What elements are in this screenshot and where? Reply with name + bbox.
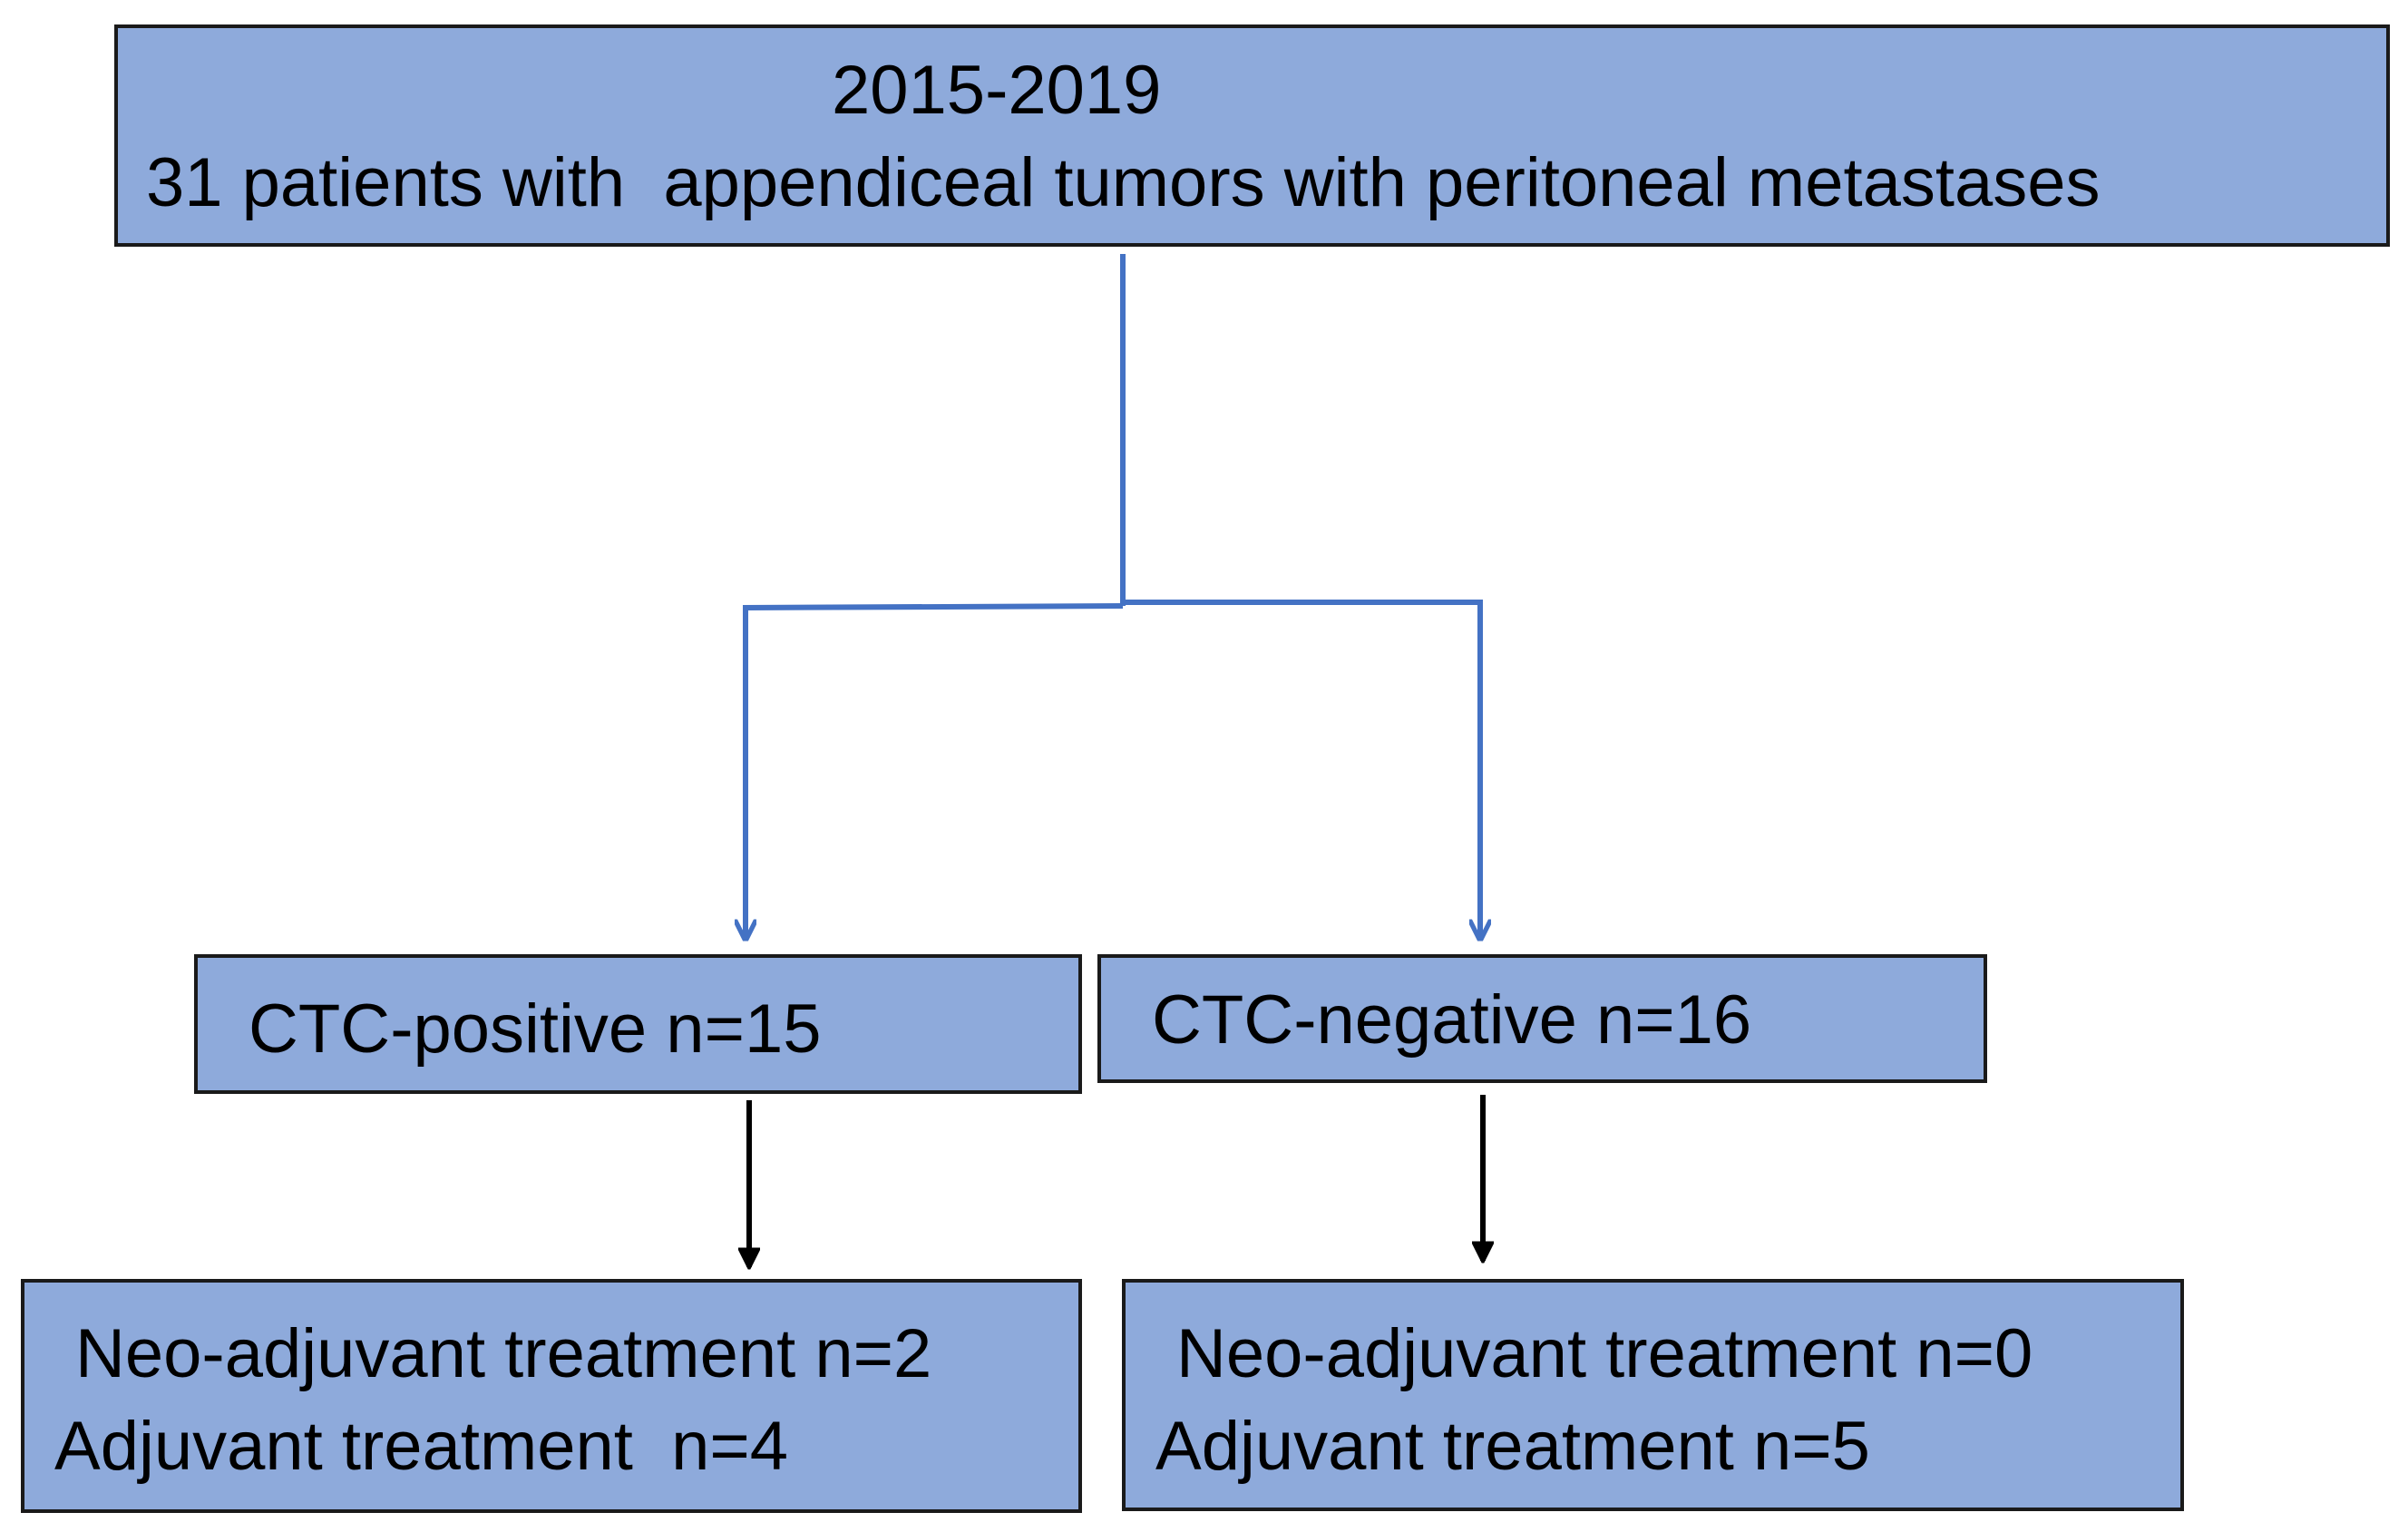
ctc-positive-neoadjuvant-label: Neo-adjuvant treatment n=2 xyxy=(75,1315,932,1392)
ctc-positive-treatment-box xyxy=(21,1279,1082,1513)
split-connector-right xyxy=(1123,600,1480,939)
ctc-negative-adjuvant-label: Adjuvant treatment n=5 xyxy=(1155,1408,1870,1485)
top-box-population: 31 patients with appendiceal tumors with… xyxy=(146,144,2101,221)
ctc-positive-box xyxy=(194,954,1082,1094)
ctc-negative-neoadjuvant-label: Neo-adjuvant treatment n=0 xyxy=(1176,1315,2033,1392)
ctc-negative-box xyxy=(1097,954,1987,1083)
top-box-years: 2015-2019 xyxy=(832,52,1162,129)
ctc-negative-treatment-box xyxy=(1122,1279,2184,1511)
ctc-positive-label: CTC-positive n=15 xyxy=(249,990,822,1068)
split-connector-left xyxy=(746,603,1124,939)
ctc-positive-adjuvant-label: Adjuvant treatment n=4 xyxy=(54,1408,789,1485)
top-box xyxy=(114,24,2390,247)
ctc-negative-label: CTC-negative n=16 xyxy=(1152,981,1752,1059)
